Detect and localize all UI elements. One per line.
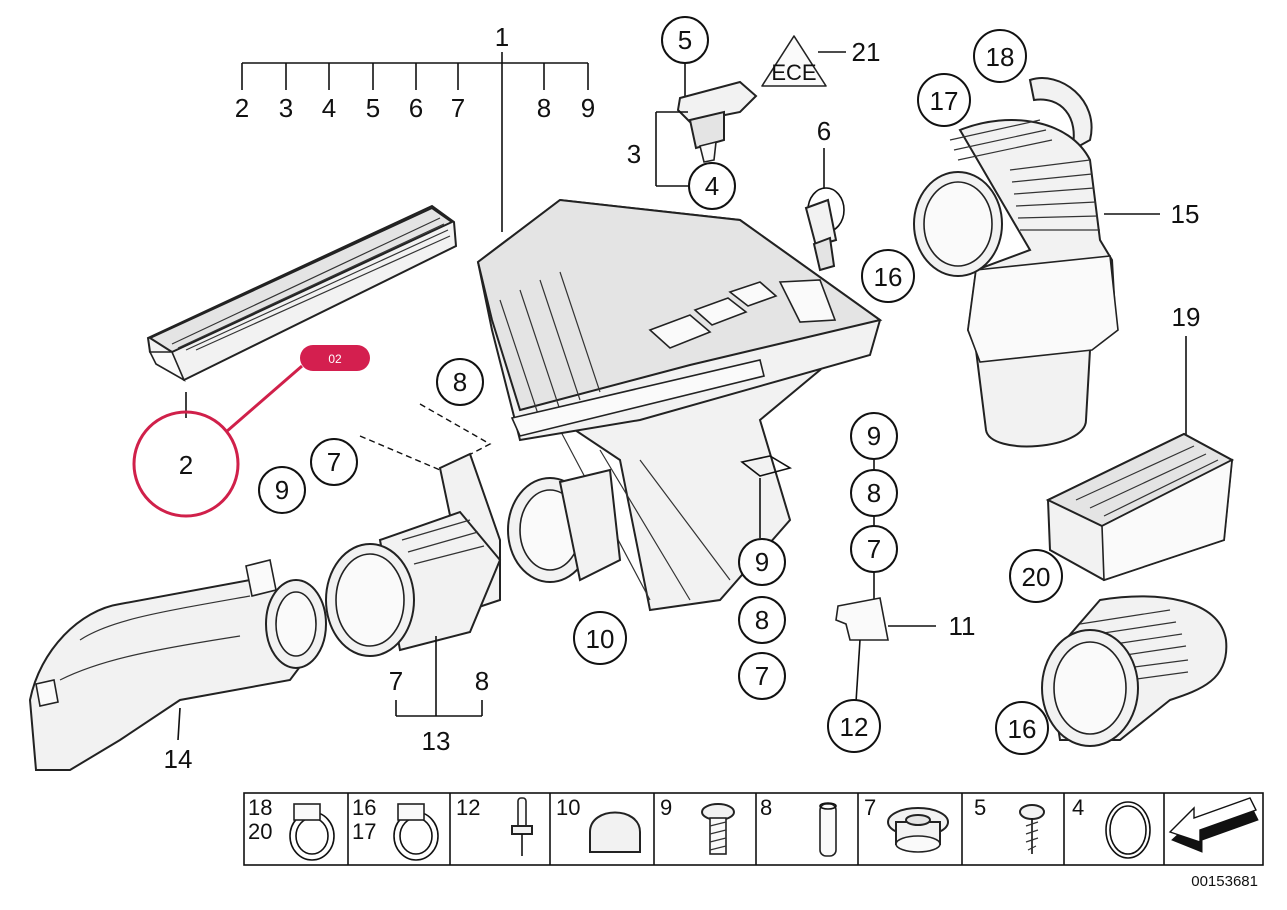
- callout-18: 18: [986, 42, 1015, 72]
- legend-label: 18: [248, 795, 272, 820]
- callout-21: 21: [852, 37, 881, 67]
- warning-label[interactable]: ECE 21: [761, 35, 881, 87]
- callout-7l: 7: [327, 447, 341, 477]
- direction-arrow-icon: [1168, 797, 1259, 853]
- legend-label: 16: [352, 795, 376, 820]
- bracket-label: 4: [322, 93, 336, 123]
- callout-4: 4: [705, 171, 719, 201]
- air-mass-sensor[interactable]: 5 3 4: [627, 16, 758, 210]
- bracket-label: 5: [366, 93, 380, 123]
- legend-cell[interactable]: [1168, 797, 1259, 853]
- callout-20: 20: [1022, 562, 1051, 592]
- callout-16b: 16: [1008, 714, 1037, 744]
- highlight-part-2[interactable]: 02 2: [132, 345, 370, 518]
- callout-8c: 8: [755, 605, 769, 635]
- rivet-icon: [511, 797, 533, 856]
- legend-cell[interactable]: 4: [1072, 795, 1151, 859]
- callout-12: 12: [840, 712, 869, 742]
- legend-label: 4: [1072, 795, 1084, 820]
- bracket-label: 6: [409, 93, 423, 123]
- legend-label: 9: [660, 795, 672, 820]
- warning-glyph: ECE: [771, 60, 816, 85]
- callout-9c: 9: [755, 547, 769, 577]
- legend-label: 5: [974, 795, 986, 820]
- document-number: 00153681: [1191, 873, 1258, 890]
- bracket-label: 3: [279, 93, 293, 123]
- callout-8l: 8: [453, 367, 467, 397]
- callout-17: 17: [930, 86, 959, 116]
- callout-14: 14: [164, 744, 193, 774]
- bracket-row: 2 3 4 5 6 7 8 9 1: [235, 22, 595, 232]
- bracket-label: 9: [581, 93, 595, 123]
- air-intake-bellows[interactable]: 18 17 15 16: [861, 29, 1200, 448]
- fastener-stack-left: 8 7 9: [258, 358, 492, 514]
- callout-1: 1: [495, 22, 509, 52]
- callout-13: 13: [422, 726, 451, 756]
- legend-cell[interactable]: 12: [456, 795, 533, 856]
- fastener-stack-center: 9 8 7: [738, 538, 786, 700]
- legend-label: 20: [248, 819, 272, 844]
- air-filter-element[interactable]: [146, 204, 458, 418]
- bracket-label: 8: [537, 93, 551, 123]
- intake-temp-sensor[interactable]: 6: [804, 116, 845, 272]
- legend-cell[interactable]: 18 20: [248, 795, 335, 861]
- legend-cell[interactable]: 8: [760, 795, 837, 857]
- intake-adapter[interactable]: 7 8 13: [325, 452, 502, 756]
- grommet-icon: [887, 807, 949, 853]
- callout-10: 10: [586, 624, 615, 654]
- callout-8d: 8: [475, 666, 489, 696]
- legend-label: 12: [456, 795, 480, 820]
- callout-8: 8: [867, 478, 881, 508]
- hose-clamp-icon: [393, 803, 439, 861]
- intake-silencer-housing[interactable]: [476, 198, 883, 612]
- retaining-bracket[interactable]: 11 12: [827, 597, 976, 753]
- bracket-label: 2: [235, 93, 249, 123]
- callout-7: 7: [867, 534, 881, 564]
- screw-icon: [1019, 804, 1045, 854]
- callout-19: 19: [1172, 302, 1201, 332]
- callout-11: 11: [949, 611, 976, 641]
- callout-7c: 7: [755, 661, 769, 691]
- callout-15: 15: [1171, 199, 1200, 229]
- callout-9: 9: [867, 421, 881, 451]
- callout-6: 6: [817, 116, 831, 146]
- rubber-mount-10: 10: [573, 611, 627, 665]
- spacer-sleeve-icon: [819, 802, 837, 857]
- torx-bolt-icon: [701, 803, 735, 855]
- fastener-stack-right: 9 8 7: [850, 412, 898, 606]
- callout-3: 3: [627, 139, 641, 169]
- legend-cell[interactable]: 10: [556, 795, 641, 853]
- callout-2: 2: [179, 450, 193, 480]
- legend-label: 8: [760, 795, 772, 820]
- legend-label: 17: [352, 819, 376, 844]
- legend-label: 7: [864, 795, 876, 820]
- resonator-assembly[interactable]: 19 20 16: [995, 302, 1235, 755]
- rubber-mount-icon: [589, 811, 641, 853]
- legend-cell[interactable]: 7: [864, 795, 949, 853]
- legend-cell[interactable]: 5: [974, 795, 1045, 854]
- callout-9l: 9: [275, 475, 289, 505]
- callout-5: 5: [678, 25, 692, 55]
- callout-16: 16: [874, 262, 903, 292]
- highlight-badge: 02: [328, 352, 342, 366]
- o-ring-icon: [1105, 801, 1151, 859]
- legend-label: 10: [556, 795, 580, 820]
- bracket-label: 7: [451, 93, 465, 123]
- intake-snorkel[interactable]: 14: [28, 559, 327, 774]
- legend-cell[interactable]: 16 17: [352, 795, 439, 861]
- callout-7d: 7: [389, 666, 403, 696]
- legend-cell[interactable]: 9: [660, 795, 735, 855]
- hardware-legend: 18 20 16 17 12: [243, 792, 1264, 866]
- hose-clamp-icon: [289, 803, 335, 861]
